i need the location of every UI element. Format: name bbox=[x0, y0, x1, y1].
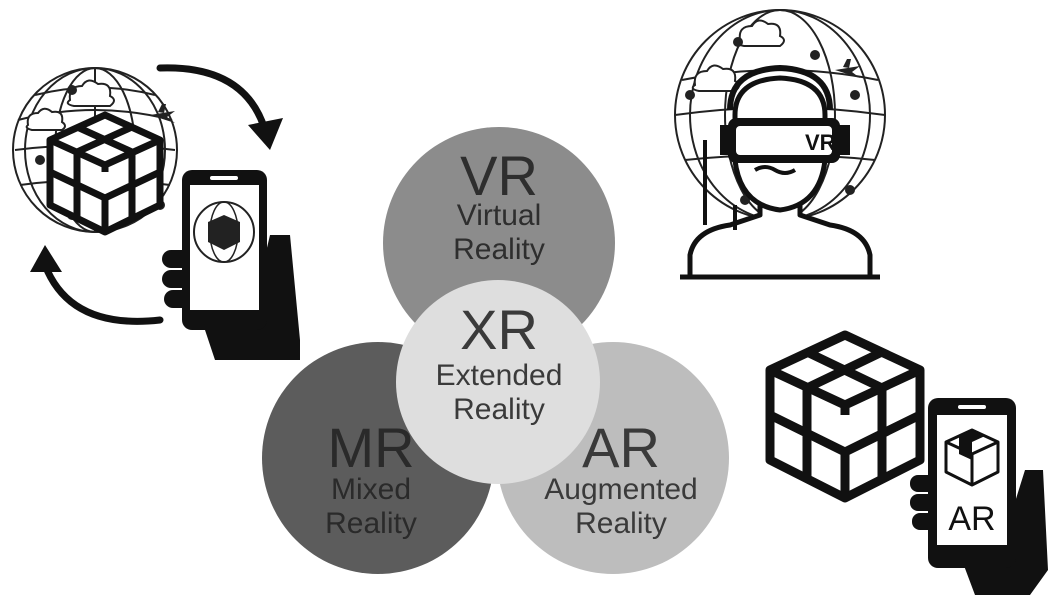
mr-line1: Mixed bbox=[330, 473, 412, 506]
virtual-reality-icon: VR bbox=[674, 9, 886, 280]
cloud-icon bbox=[691, 19, 785, 92]
smartphone-icon bbox=[182, 170, 267, 330]
mixed-reality-icon bbox=[12, 64, 300, 360]
rotate-arrow-icon bbox=[41, 64, 269, 325]
headset-label: VR bbox=[805, 130, 836, 155]
vr-headset-icon: VR bbox=[720, 64, 850, 175]
xr-circle bbox=[396, 280, 600, 484]
vr-line1: Virtual bbox=[456, 199, 542, 232]
airplane-icon bbox=[835, 59, 860, 78]
person-icon bbox=[687, 75, 873, 275]
ar-line2: Reality bbox=[575, 507, 667, 540]
ar-abbr: AR bbox=[582, 416, 660, 479]
airplane-icon bbox=[150, 104, 175, 123]
augmented-reality-icon: AR bbox=[765, 330, 1048, 595]
xr-line1: Extended bbox=[435, 359, 563, 392]
cloud-icon bbox=[25, 79, 115, 131]
smartphone-icon: AR bbox=[928, 398, 1016, 568]
cube-icon bbox=[765, 330, 925, 503]
mr-line2: Reality bbox=[325, 507, 417, 540]
vr-abbr: VR bbox=[460, 144, 538, 207]
phone-ar-label: AR bbox=[948, 500, 995, 538]
xr-line2: Reality bbox=[453, 393, 545, 426]
vr-line2: Reality bbox=[453, 233, 545, 266]
cube-icon bbox=[46, 111, 164, 236]
xr-abbr: XR bbox=[460, 298, 538, 361]
mr-abbr: MR bbox=[327, 416, 415, 479]
ar-line1: Augmented bbox=[544, 473, 698, 506]
